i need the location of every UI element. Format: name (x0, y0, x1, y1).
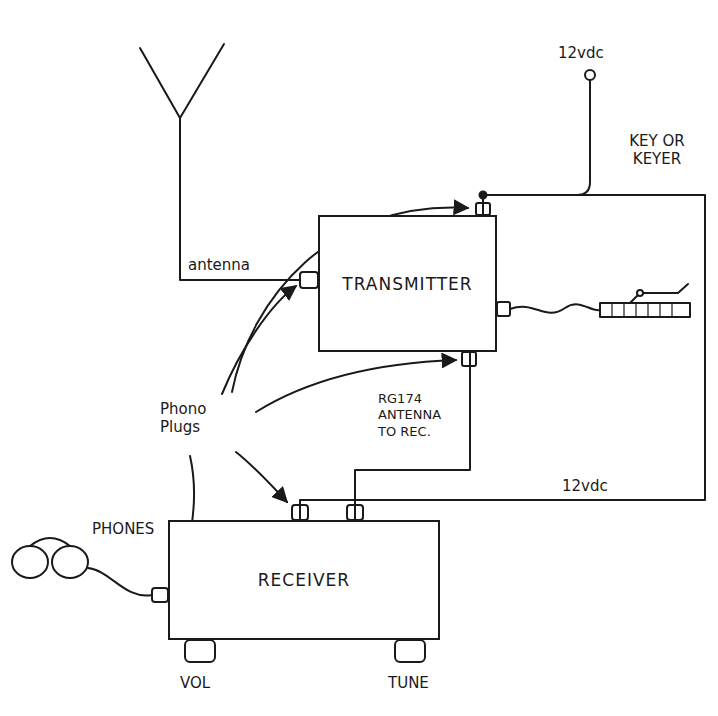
key-cable (510, 304, 600, 312)
power-wire (300, 195, 705, 520)
leader-arrow (222, 286, 296, 394)
power-wire (483, 80, 590, 195)
transmitter-box: TRANSMITTER (318, 215, 497, 352)
phono-plug (300, 272, 318, 288)
key-label: KEY OR KEYER (626, 132, 688, 168)
voltage-label: 12vdc (558, 44, 604, 62)
tune-knob (395, 640, 425, 662)
receiver-box: RECEIVER (168, 520, 440, 640)
coax-cable (355, 352, 470, 520)
node-title: RECEIVER (258, 570, 350, 590)
plugs-label: Phono Plugs (160, 400, 240, 436)
key-knob (637, 290, 643, 296)
phono-plug (152, 588, 168, 602)
headband (30, 538, 70, 546)
key-hatching (612, 303, 672, 317)
vol-label: VOL (180, 674, 210, 692)
earpiece (12, 546, 48, 578)
power-terminal (585, 70, 595, 80)
key-lever (630, 284, 688, 303)
antenna-wire (180, 118, 300, 280)
antenna-symbol (140, 44, 224, 118)
phono-plug (497, 302, 510, 316)
earpiece (52, 546, 88, 578)
phones-cord (88, 568, 152, 596)
cable-label: RG174 ANTENNA TO REC. (376, 390, 462, 441)
antenna-label: antenna (188, 256, 250, 274)
telegraph-key (600, 303, 690, 317)
voltage-label: 12vdc (560, 476, 610, 497)
phones-label: PHONES (92, 520, 154, 538)
node-title: TRANSMITTER (342, 274, 472, 294)
volume-knob (185, 640, 215, 662)
tune-label: TUNE (388, 674, 429, 692)
leader-arrow (236, 452, 287, 502)
